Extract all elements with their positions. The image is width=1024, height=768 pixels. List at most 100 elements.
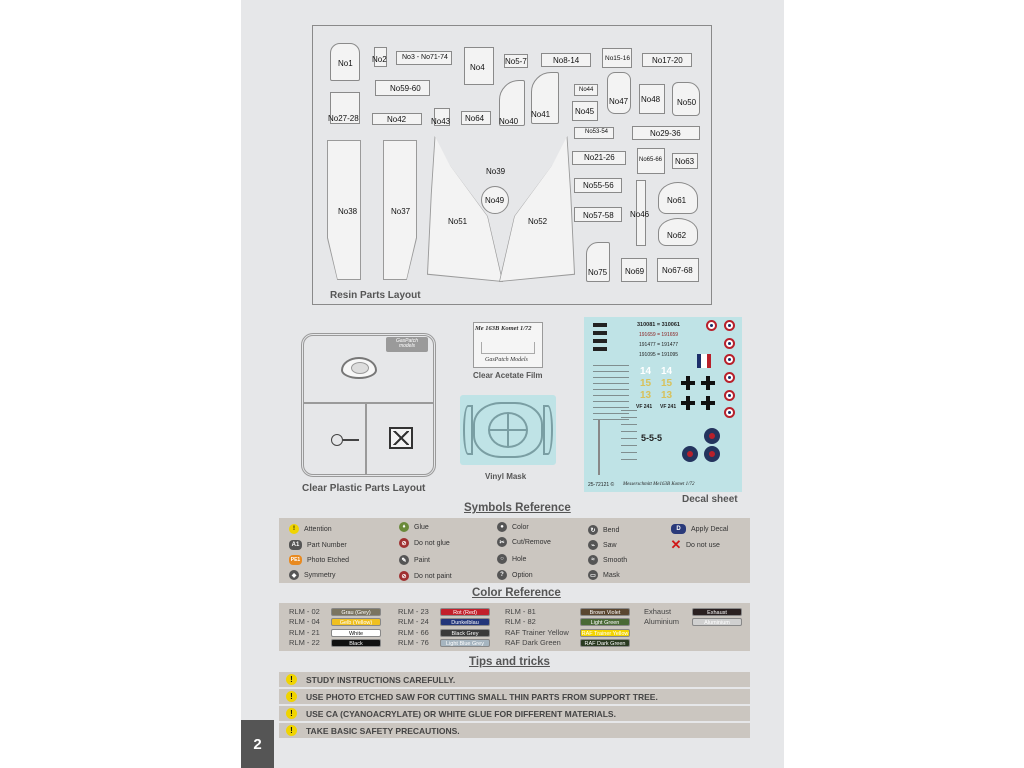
- color-code: RAF Dark Green: [505, 638, 561, 647]
- resin-part-57: [574, 207, 622, 222]
- resin-label: No27-28: [328, 114, 359, 123]
- do-not-paint-icon: ⊘: [399, 571, 409, 581]
- resin-part-75: [586, 242, 610, 282]
- resin-parts-frame: [312, 25, 712, 305]
- decal-number: 14: [640, 366, 652, 377]
- smooth-icon: ≈: [588, 555, 598, 565]
- saw-icon: ⌁: [588, 540, 598, 550]
- sprue-logo-plate: [386, 337, 428, 352]
- symbol-color: ●Color: [497, 522, 529, 532]
- resin-label: No8-14: [553, 56, 580, 65]
- resin-label: No42: [387, 115, 407, 124]
- resin-part-15: [602, 48, 632, 68]
- resin-label: No43: [431, 117, 451, 126]
- resin-part-65: [637, 148, 665, 174]
- sight-part: [331, 434, 343, 446]
- color-code: Aluminium: [644, 617, 680, 626]
- resin-part-8: [541, 53, 591, 67]
- resin-part-48: [639, 84, 665, 114]
- color-code: RLM - 82: [505, 617, 536, 626]
- attention-icon: !: [286, 725, 297, 736]
- resin-label: No40: [499, 117, 519, 126]
- resin-part-17: [642, 53, 692, 67]
- resin-label: No37: [391, 207, 411, 216]
- resin-label: No62: [667, 231, 687, 240]
- color-code: RLM - 81: [505, 607, 536, 616]
- resin-label: No67-68: [662, 266, 693, 275]
- vinyl-caption: Vinyl Mask: [485, 472, 527, 481]
- resin-label: No47: [609, 97, 629, 106]
- symbol-glue: ♦Glue: [399, 522, 429, 532]
- decal-serial: 191477 = 191477: [639, 342, 679, 348]
- color-swatch: Rot (Red): [440, 608, 490, 616]
- balkenkreuz-decal: [701, 376, 715, 390]
- bend-icon: ↻: [588, 525, 598, 535]
- hole-icon: ○: [497, 554, 507, 564]
- decal-serial: 191659 = 191659: [639, 332, 679, 338]
- decal-number: VF 241: [660, 404, 677, 410]
- resin-part-1: [330, 43, 360, 81]
- color-code: Exhaust: [644, 607, 672, 616]
- raf-roundel-dark: [704, 446, 720, 462]
- color-code: RLM - 23: [398, 607, 429, 616]
- resin-label: No52: [528, 217, 548, 226]
- vinyl-mask-ring: [473, 402, 543, 458]
- tip-row: !USE CA (CYANOACRYLATE) OR WHITE GLUE FO…: [279, 706, 750, 721]
- symbol-hole: ○Hole: [497, 554, 526, 564]
- raf-roundel-decal: [724, 354, 735, 365]
- flag-decal: [697, 354, 711, 368]
- mask-icon: ▭: [588, 570, 598, 580]
- tip-row: !USE PHOTO ETCHED SAW FOR CUTTING SMALL …: [279, 689, 750, 704]
- raf-roundel-decal: [724, 372, 735, 383]
- color-swatch: Grau (Grey): [331, 608, 381, 616]
- tip-row: !STUDY INSTRUCTIONS CAREFULLY.: [279, 672, 750, 687]
- sprue-divider-v: [365, 404, 367, 474]
- resin-label: No39: [486, 167, 506, 176]
- color-swatch: Light Blue Grey: [440, 639, 490, 647]
- gunsight-cross: [393, 431, 409, 445]
- vinyl-mask-canopy: [488, 412, 528, 448]
- symbol-do-not-paint: ⊘Do not paint: [399, 571, 452, 581]
- resin-part-49: [481, 186, 509, 214]
- resin-part-21: [572, 151, 626, 165]
- decal-number: 15: [640, 378, 652, 389]
- attention-icon: !: [286, 691, 297, 702]
- cut-icon: ✂: [497, 537, 507, 547]
- symmetry-icon: ◆: [289, 570, 299, 580]
- glue-icon: ♦: [399, 522, 409, 532]
- color-swatch: Light Green: [580, 618, 630, 626]
- vinyl-mask-frame-h: [490, 429, 526, 431]
- resin-part-69: [621, 258, 647, 282]
- decal-serial: 310081 = 310061: [637, 322, 680, 328]
- decal-squadron-code: 5-5-5: [641, 433, 663, 443]
- tip-row: !TAKE BASIC SAFETY PRECAUTIONS.: [279, 723, 750, 738]
- symbol-do-not-use: ✕Do not use: [670, 537, 720, 552]
- sight-stem: [343, 439, 359, 441]
- color-swatch: White: [331, 629, 381, 637]
- resin-part-46: [636, 180, 646, 246]
- part-number-icon: A1: [289, 540, 302, 550]
- resin-part-27: [330, 92, 360, 124]
- balkenkreuz-decal: [681, 396, 695, 410]
- resin-label: No59-60: [390, 84, 421, 93]
- color-swatch: Gelb (Yellow): [331, 618, 381, 626]
- color-swatch: Brown Violet: [580, 608, 630, 616]
- decal-serial: 191095 = 191095: [639, 352, 679, 358]
- color-swatch: RAF Trainer Yellow: [580, 629, 630, 637]
- color-swatch: Aluminium: [692, 618, 742, 626]
- page-number-tab: 2: [241, 720, 274, 768]
- resin-part-59: [375, 80, 430, 96]
- resin-label: No69: [625, 267, 645, 276]
- tips-title: Tips and tricks: [469, 656, 550, 668]
- resin-label: No63: [675, 157, 695, 166]
- resin-label: No21-26: [584, 153, 615, 162]
- resin-part-3: [396, 51, 452, 65]
- raf-roundel-decal: [724, 320, 735, 331]
- page-number: 2: [253, 735, 262, 753]
- resin-label: No15-16: [605, 55, 630, 62]
- symbol-symmetry: ◆Symmetry: [289, 570, 336, 580]
- resin-label: No55-56: [583, 181, 614, 190]
- do-not-use-icon: ✕: [670, 537, 682, 552]
- photo-etched-icon: PE1: [289, 555, 302, 565]
